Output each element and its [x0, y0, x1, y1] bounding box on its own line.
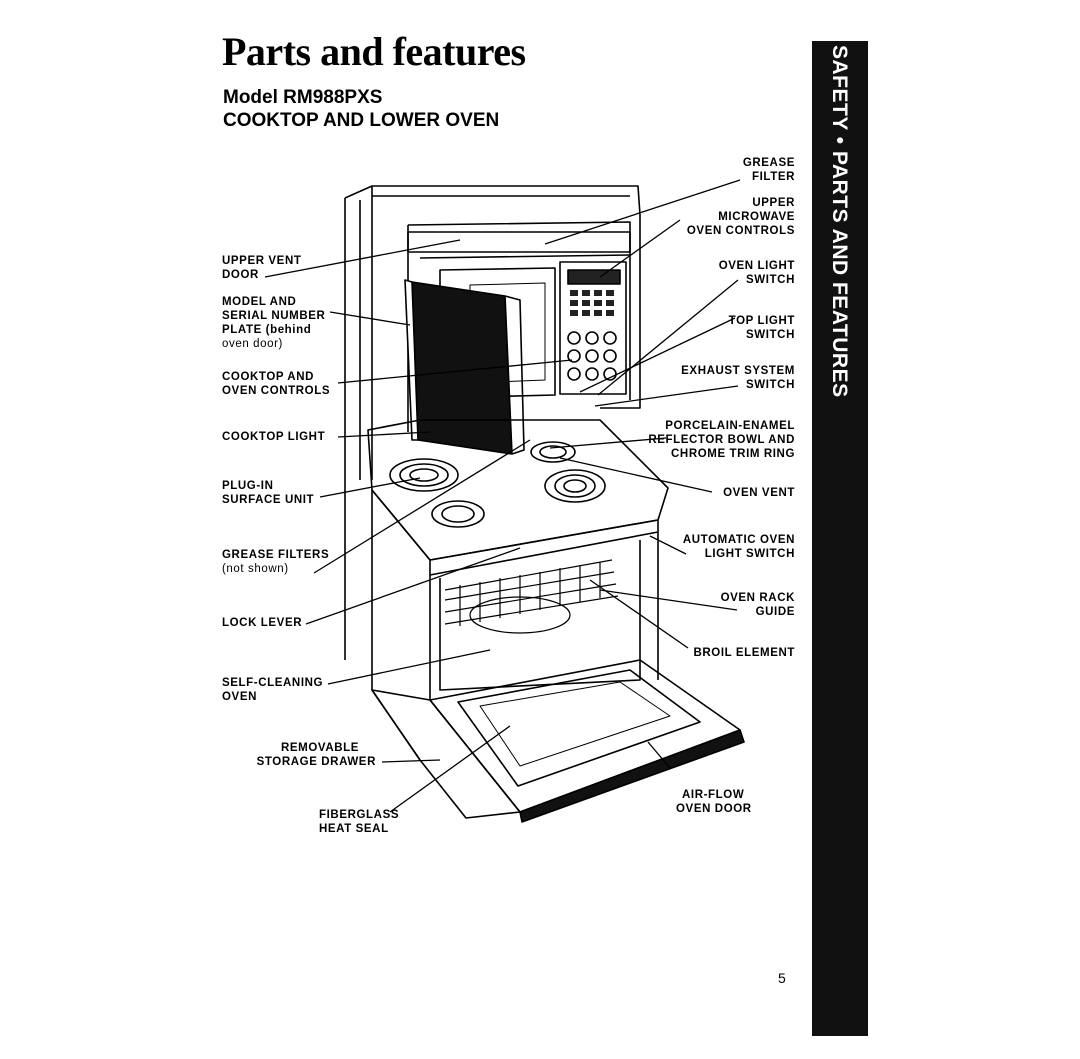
label-plug-in-surface-unit: PLUG-IN SURFACE UNIT: [222, 480, 315, 506]
label-top-light-switch: TOP LIGHT SWITCH: [728, 315, 795, 341]
model-line: Model RM988PXS: [223, 87, 383, 108]
label-grease-filter: GREASE FILTER: [742, 157, 795, 183]
label-storage-drawer: REMOVABLE STORAGE DRAWER: [256, 742, 376, 768]
label-air-flow-oven-door: AIR-FLOW OVEN DOOR: [676, 789, 752, 815]
label-oven-vent: OVEN VENT: [723, 487, 795, 499]
label-cooktop-oven-controls: COOKTOP AND OVEN CONTROLS: [222, 371, 331, 397]
label-cooktop-light: COOKTOP LIGHT: [222, 431, 326, 443]
side-section-tab: SAFETY • PARTS AND FEATURES: [812, 41, 868, 1036]
label-upper-microwave-controls: UPPER MICROWAVE OVEN CONTROLS: [686, 197, 795, 237]
label-fiberglass-heat-seal: FIBERGLASS HEAT SEAL: [319, 809, 400, 835]
side-tab-label: SAFETY • PARTS AND FEATURES: [828, 45, 851, 398]
label-broil-element: BROIL ELEMENT: [693, 647, 795, 659]
label-automatic-oven-light-switch: AUTOMATIC OVEN LIGHT SWITCH: [682, 534, 795, 560]
label-upper-vent-door: UPPER VENT DOOR: [222, 255, 302, 281]
oven-racks: [444, 559, 619, 634]
microwave-control-panel: [559, 261, 627, 395]
page-number: 5: [778, 970, 786, 986]
fiberglass-seal: [519, 729, 745, 823]
label-self-cleaning-oven: SELF-CLEANING OVEN: [222, 677, 324, 703]
label-lock-lever: LOCK LEVER: [222, 617, 303, 629]
page-title: Parts and features: [222, 29, 526, 74]
label-grease-filters: GREASE FILTERS (not shown): [222, 549, 330, 575]
label-oven-rack-guide: OVEN RACK GUIDE: [720, 592, 795, 618]
upper-housing: [344, 185, 641, 409]
section-line: COOKTOP AND LOWER OVEN: [223, 110, 500, 131]
label-oven-light-switch: OVEN LIGHT SWITCH: [718, 260, 795, 286]
label-reflector-bowl: PORCELAIN-ENAMEL REFLECTOR BOWL AND CHRO…: [648, 420, 795, 460]
label-model-serial-plate: MODEL AND SERIAL NUMBER PLATE (behind ov…: [222, 296, 326, 350]
surface-units: [389, 441, 606, 528]
lower-oven-body: [371, 490, 659, 761]
upper-vent-door: [407, 231, 631, 253]
label-exhaust-system-switch: EXHAUST SYSTEM SWITCH: [681, 365, 795, 391]
storage-drawer: [371, 689, 521, 819]
model-heading: Model RM988PXS COOKTOP AND LOWER OVEN: [223, 86, 499, 132]
